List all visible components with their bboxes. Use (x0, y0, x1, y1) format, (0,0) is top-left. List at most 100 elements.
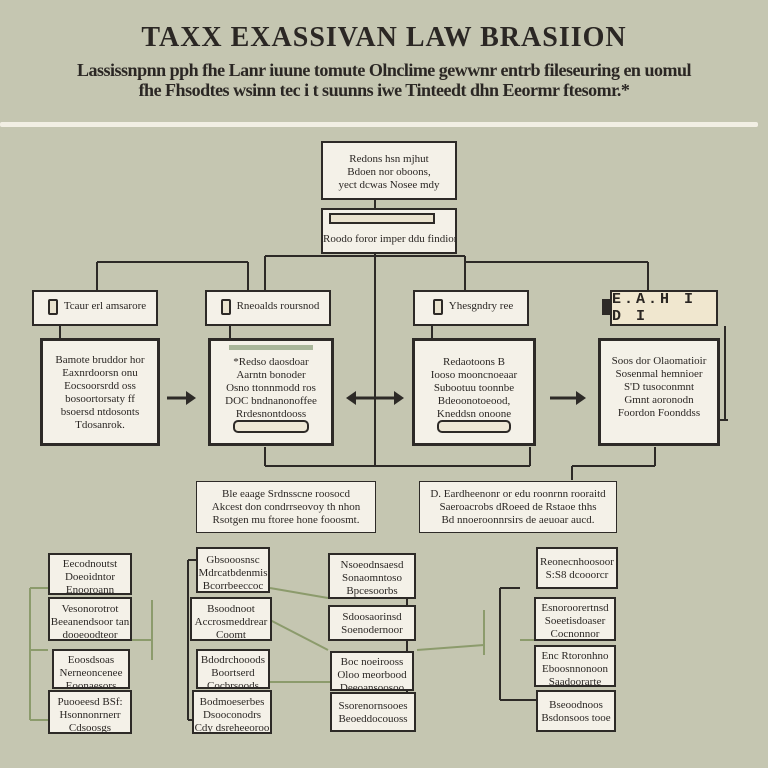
subtitle-line-2: fhe Fhsodtes wsinn tec i t suunns iwe Ti… (138, 80, 630, 100)
col-line: Mdrcatbdenmis (198, 567, 268, 579)
col-line: dooeoodteor (62, 629, 118, 641)
document-icon (217, 298, 231, 315)
col-line: Beeanendsoor tan (50, 616, 130, 628)
column-3-box-2: Sdoosaorinsd Soenodernoor (328, 605, 416, 641)
card-accent (229, 345, 313, 350)
card-line: Sosenmal hemnioer (615, 368, 703, 380)
top-bar-box: Roodo foror imper ddu findion (321, 208, 457, 254)
header-box-3: Yhesgndry ree (413, 290, 529, 326)
col-line: Bsdonsoos tooe (541, 712, 611, 724)
display-label: E.A.H I D I (612, 291, 697, 325)
column-1-box-2: Vesonorotrot Beeanendsoor tan dooeoodteo… (48, 597, 132, 641)
header-label: Tcaur erl amsarore (63, 299, 147, 312)
col-line: Cocnonnor (550, 628, 600, 640)
subtitle-line-1: Lassissnpnn pph fhe Lanr iuune tomute Ol… (77, 60, 691, 80)
header-box-2: Rneoalds roursnod (205, 290, 331, 326)
col-line: S:S8 dcooorcr (545, 569, 609, 581)
column-2-box-1: Gbsooosnsc Mdrcatbdenmis Bcorrbeeccoc (196, 547, 270, 593)
mid-note-right: D. Eardheenonr or edu roonrnn rooraitd S… (419, 481, 617, 533)
col-line: Eecodnoutst (62, 558, 118, 570)
stage-card-3: Redaotoons B Iooso mooncnoeaar Subootuu … (412, 338, 536, 446)
top-summary-box: Redons hsn mjhut Bdoen nor oboons, yect … (321, 141, 457, 200)
col-line: Bseoodnoos (549, 699, 603, 711)
col-line: Vesonorotrot (61, 603, 119, 615)
note-line: Akcest don condrrseovoy th nhon (211, 501, 361, 513)
note-line: Ble eaage Srdnsscne roosocd (222, 488, 350, 500)
card-line: Eocsoorsrdd oss (64, 380, 136, 392)
stage-card-4: Soos dor Olaomatioir Sosenmal hemnioer S… (598, 338, 720, 446)
col-line: Soeetisdoaser (544, 615, 606, 627)
card-pill (233, 420, 309, 433)
microphone-icon (429, 298, 443, 315)
card-line: Bamote bruddor hor (55, 354, 145, 366)
column-4-box-1: Reonecnhoosoor S:S8 dcooorcr (536, 547, 618, 589)
card-line: Gmnt aoronodn (624, 394, 694, 406)
card-line: Osno ttonnmodd ros (226, 382, 316, 394)
bar-box-label: Roodo foror imper ddu findion (323, 233, 457, 245)
col-line: Cdsoosgs (68, 722, 112, 734)
col-line: Bsoodnoot (207, 603, 255, 615)
col-line: Bdodrchooods (200, 654, 266, 666)
column-4-box-3: Enc Rtoronhno Eboosnnonoon Saadoorarte (534, 645, 616, 687)
col-line: Enc Rtoronhno (541, 650, 609, 662)
col-line: Puooeesd BSf: (57, 696, 123, 708)
col-line: Cocbrsoods (207, 680, 259, 689)
column-1-box-3: Eoosdsoas Nerneoncenee Eoonaesors (52, 649, 130, 689)
card-line: Foordon Foonddss (617, 407, 701, 419)
col-line: Coomt (216, 629, 246, 641)
column-4-box-2: Esnoroorertnsd Soeetisdoaser Cocnonnor (534, 597, 616, 641)
col-line: Bodmoeserbes (199, 696, 265, 708)
col-line: Ssorenornsooes (338, 700, 408, 712)
header-box-1: Tcaur erl amsarore (32, 290, 158, 326)
column-3-box-1: Nsoeodnsaesd Sonaomntoso Bpcesoorbs (328, 553, 416, 599)
col-line: Dsooconodrs (202, 709, 262, 721)
display-header: E.A.H I D I (602, 290, 718, 326)
col-line: Nsoeodnsaesd (340, 559, 404, 571)
divider (0, 122, 758, 127)
card-line: *Redso daosdoar (233, 356, 309, 368)
col-line: Bpcesoorbs (346, 585, 398, 597)
card-line: DOC bndnanonoffee (225, 395, 317, 407)
col-line: Bcorrbeeccoc (202, 580, 264, 592)
col-line: Eoonaesors (65, 680, 117, 689)
note-line: D. Eardheenonr or edu roonrnn rooraitd (430, 488, 606, 500)
card-line: Aarntn bonoder (236, 369, 306, 381)
column-2-box-3: Bdodrchooods Boortserd Cocbrsoods (196, 649, 270, 689)
card-line: Rrdesnontdooss (235, 408, 307, 420)
col-line: Sonaomntoso (342, 572, 402, 584)
note-line: Saeroacrobs dRoeed de Rstaoe thhs (439, 501, 597, 513)
note-line: Rsotgen mu ftoree hone fooosmt. (212, 514, 360, 526)
col-line: Eboosnnonoon (542, 663, 608, 675)
mid-note-left: Ble eaage Srdnsscne roosocd Akcest don c… (196, 481, 376, 533)
col-line: Saadoorarte (548, 676, 602, 687)
card-line: Redaotoons B (442, 356, 506, 368)
col-line: Boortserd (211, 667, 255, 679)
col-line: Accrosmeddrear (194, 616, 268, 628)
column-3-box-3: Boc noeirooss Oloo meorbood Deeoansoosoo (330, 651, 414, 691)
stage-card-2: *Redso daosdoar Aarntn bonoder Osno tton… (208, 338, 334, 446)
card-line: Iooso mooncnoeaar (430, 369, 518, 381)
bar-strip (329, 213, 435, 224)
col-line: Reonecnhoosoor (540, 556, 614, 568)
col-line: Soenodernoor (341, 624, 403, 636)
col-line: Deeoansoosoo (339, 682, 405, 691)
column-2-box-2: Bsoodnoot Accrosmeddrear Coomt (190, 597, 272, 641)
column-1-box-4: Puooeesd BSf: Hsonnonrnerr Cdsoosgs (48, 690, 132, 734)
card-line: Subootuu toonnbe (433, 382, 515, 394)
col-line: Enooroann (65, 584, 115, 595)
stage-card-1: Bamote bruddor hor Eaxnrdoorsn onu Eocso… (40, 338, 160, 446)
card-line: bsoersd ntdosonts (60, 406, 140, 418)
col-line: Esnoroorertnsd (541, 602, 609, 614)
col-line: Cdy dsreheeoroo (194, 722, 270, 734)
card-line: Eaxnrdoorsn onu (62, 367, 138, 379)
col-line: Eoosdsoas (67, 654, 115, 666)
col-line: Beoeddocouoss (338, 713, 408, 725)
top-box-line: yect dcwas Nosee mdy (338, 179, 440, 191)
col-line: Oloo meorbood (337, 669, 407, 681)
card-line: bosoortorsaty ff (65, 393, 135, 405)
display-icon (602, 299, 612, 315)
top-box-line: Redons hsn mjhut (349, 153, 429, 165)
page-title: TAXX EXASSIVAN LAW BRASIION (141, 22, 627, 53)
col-line: Gbsooosnsc (206, 554, 260, 566)
card-line: S'D tusoconmnt (623, 381, 695, 393)
